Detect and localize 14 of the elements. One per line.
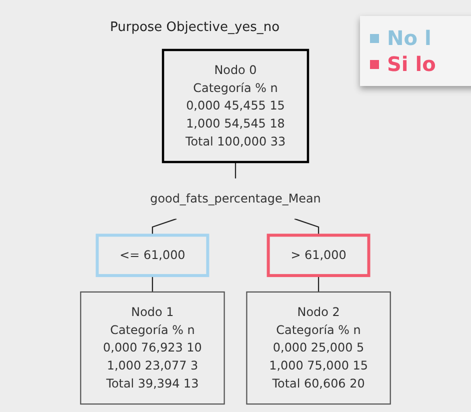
node-box: > 61,000 bbox=[266, 234, 370, 278]
legend-label: Si lo bbox=[387, 52, 436, 76]
tree-title: Purpose Objective_yes_no bbox=[110, 20, 280, 35]
connector bbox=[234, 162, 236, 178]
legend-label: No l bbox=[387, 26, 432, 50]
connector bbox=[152, 218, 177, 236]
connector bbox=[318, 276, 320, 292]
connector bbox=[152, 276, 154, 292]
node-box: Nodo 0 Categoría % n 0,000 45,455 15 1,000 54,545 18 Total 100,000 33 bbox=[162, 48, 310, 164]
connector bbox=[294, 218, 320, 236]
node-box: Nodo 2 Categoría % n 0,000 25,000 5 1,000 75,000 15 Total 60,606 20 bbox=[246, 291, 391, 405]
node-box: <= 61,000 bbox=[96, 234, 210, 278]
node-box: Nodo 1 Categoría % n 0,000 76,923 10 1,000 23,077 3 Total 39,394 13 bbox=[80, 291, 225, 405]
node-text: good_fats_percentage_Mean bbox=[150, 191, 321, 206]
